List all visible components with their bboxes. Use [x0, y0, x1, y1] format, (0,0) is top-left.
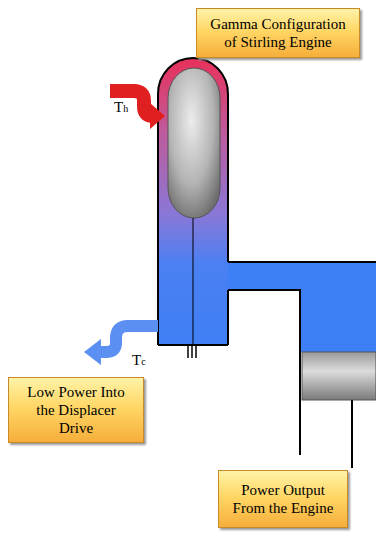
temperature-label: Tc: [132, 352, 146, 370]
heat-out-arrow: [100, 326, 158, 352]
displacer-rod: [195, 345, 197, 358]
box-text: Low Power Into the Displacer Drive: [18, 383, 134, 437]
box-text: Gamma Configuration of Stirling Engine: [207, 15, 350, 51]
displacer-rod: [191, 345, 193, 358]
box-text: Power Output From the Engine: [228, 481, 338, 517]
label-box: Gamma Configuration of Stirling Engine: [196, 8, 360, 58]
displacer: [168, 68, 220, 218]
cylinder-wall: [158, 58, 228, 345]
displacer-rod: [187, 345, 189, 358]
heat-out-arrowhead: [84, 339, 101, 365]
temperature-label: Th: [114, 99, 128, 117]
power-cylinder-wall: [228, 262, 376, 455]
label-box: Low Power Into the Displacer Drive: [8, 377, 144, 443]
heat-in-arrowhead: [150, 103, 165, 129]
power-cylinder-gas: [300, 262, 376, 352]
displacer-rod: [193, 218, 194, 345]
label-box: Power Output From the Engine: [218, 470, 348, 528]
piston-rod: [351, 400, 353, 468]
power-piston: [302, 352, 376, 400]
heat-in-arrow: [110, 91, 152, 116]
displacer-cylinder: [158, 58, 228, 345]
